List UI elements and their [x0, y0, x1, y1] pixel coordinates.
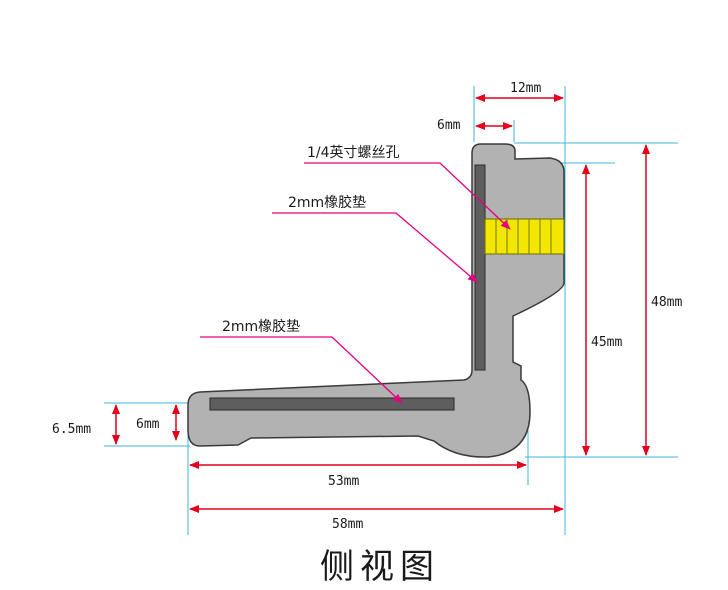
dim-total-length-label: 58mm — [332, 517, 363, 532]
dim-notch-width-label: 6mm — [437, 118, 461, 133]
diagram-caption: 侧视图 — [320, 547, 440, 587]
rubber-pad-vertical — [474, 164, 486, 371]
dim-base-inner-label: 6mm — [136, 417, 160, 432]
label-screw-hole: 1/4英寸螺丝孔 — [307, 144, 400, 161]
extension-lines — [104, 86, 678, 535]
leader-lines — [200, 162, 511, 404]
label-horizontal-pad: 2mm橡胶垫 — [222, 318, 300, 335]
dim-top-width-label: 12mm — [510, 81, 541, 96]
corner-text: “” — [585, 0, 608, 14]
dim-inner-length-label: 53mm — [328, 474, 359, 489]
label-vertical-pad: 2mm橡胶垫 — [288, 194, 366, 211]
dimension-arrows — [112, 94, 650, 513]
rubber-pad-horizontal — [209, 397, 455, 411]
dim-base-outer-label: 6.5mm — [52, 422, 91, 437]
screw-hole — [484, 218, 565, 255]
dim-total-height-label: 48mm — [651, 295, 682, 310]
dim-inner-height-label: 45mm — [591, 335, 622, 350]
bracket-body — [187, 143, 565, 458]
